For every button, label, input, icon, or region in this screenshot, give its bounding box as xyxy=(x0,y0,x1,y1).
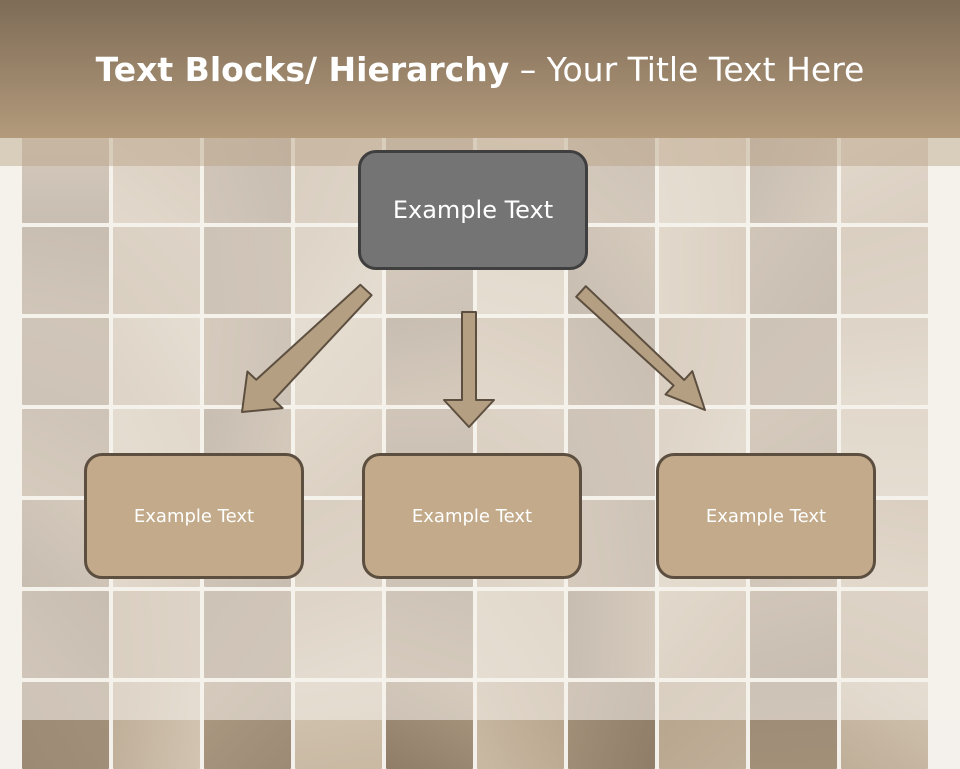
child-text-block-label: Example Text xyxy=(705,505,827,527)
child-text-block-label: Example Text xyxy=(133,505,255,527)
root-text-block-label: Example Text xyxy=(392,196,554,224)
arrow-left xyxy=(241,283,373,413)
child-text-block-middle[interactable]: Example Text xyxy=(362,453,582,579)
arrow-middle xyxy=(443,311,495,428)
title-regular-part: Your Title Text Here xyxy=(546,50,865,89)
child-text-block-right[interactable]: Example Text xyxy=(656,453,876,579)
slide-title: Text Blocks/ Hierarchy – Your Title Text… xyxy=(0,50,960,89)
title-bold-part: Text Blocks/ Hierarchy xyxy=(95,50,510,89)
arrow-right xyxy=(575,285,706,411)
root-text-block[interactable]: Example Text xyxy=(358,150,588,270)
title-dash: – xyxy=(509,50,547,89)
hierarchy-arrows xyxy=(241,283,706,428)
title-band xyxy=(0,0,960,138)
child-text-block-label: Example Text xyxy=(411,505,533,527)
child-text-block-left[interactable]: Example Text xyxy=(84,453,304,579)
